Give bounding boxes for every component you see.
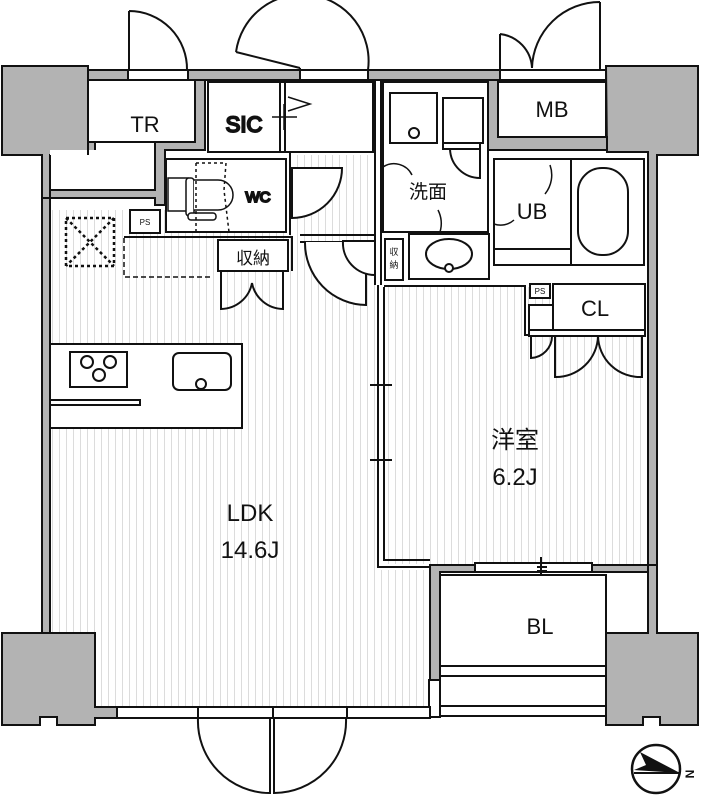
room-ub: UB [493,158,645,266]
room-size-bedroom: 6.2J [492,464,537,491]
hall-storage: 収納 [124,236,293,311]
top-doors [127,0,607,81]
room-label-ldk: LDK [227,500,274,527]
room-label-washroom: 洗面 [409,181,447,203]
compass-label: N [683,770,697,779]
main-room-labels: LDK 14.6J 洋室 6.2J [221,426,539,564]
bedroom-walls [370,285,593,579]
north-arrow-icon: N [630,743,697,795]
room-label-cl: CL [581,296,609,321]
column-bottom-right [605,564,699,726]
closet: PS CL [528,283,646,379]
storage-small-label-2: 納 [389,259,398,271]
hall-lines [289,80,382,307]
small-storage: 収 納 [384,238,404,281]
room-label-sic: SIC [226,112,263,137]
room-mb: MB [497,81,607,138]
room-sic: SIC [207,81,374,153]
kitchen [49,343,243,429]
room-label-wc: WC [246,189,271,206]
room-label-mb: MB [536,97,569,122]
ps-right-label: PS [535,287,546,296]
ps-left-label: PS [140,218,151,227]
bottom-windows [116,706,431,795]
room-label-bl: BL [527,614,554,639]
ps-left: PS [129,209,161,234]
balcony: BL [428,574,607,718]
room-label-ub: UB [517,199,548,224]
room-label-bedroom: 洋室 [491,426,539,454]
room-label-storage: 収納 [236,249,270,269]
room-size-ldk: 14.6J [221,537,280,564]
storage-small-label-1: 収 [389,246,398,258]
room-wc: WC [165,158,344,233]
room-label-tr: TR [130,112,159,137]
room-washroom: 洗面 [382,81,490,280]
refrigerator-space [64,216,210,278]
room-tr: TR [49,79,196,191]
